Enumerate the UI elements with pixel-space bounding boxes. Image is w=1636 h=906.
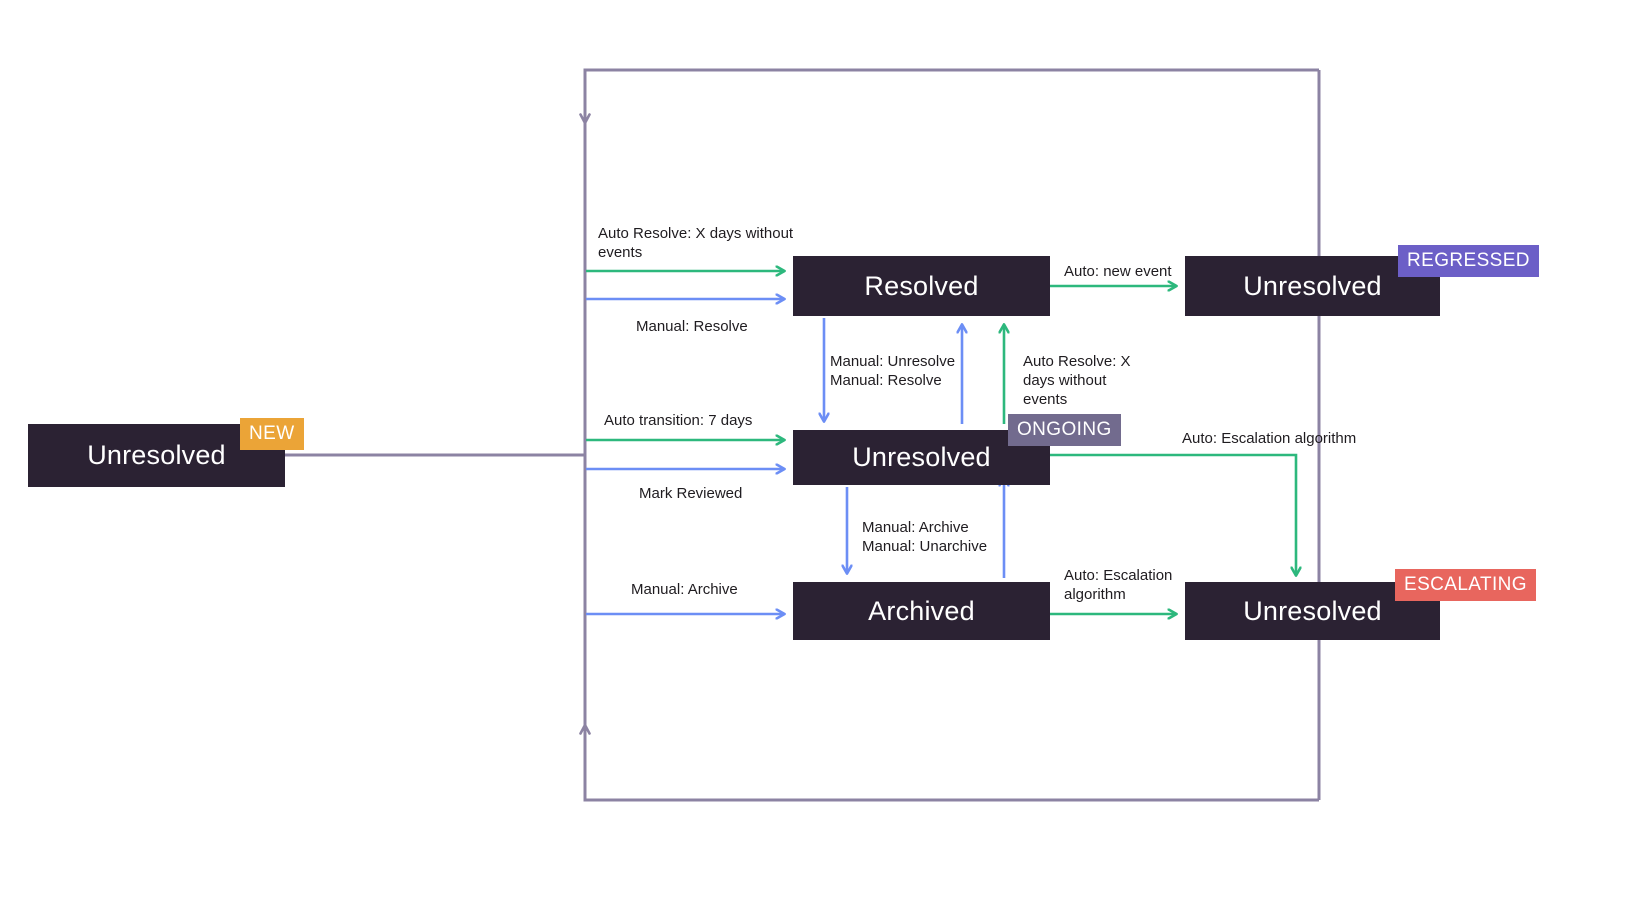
- edge-label-mark-reviewed: Mark Reviewed: [639, 485, 743, 502]
- state-node-label: Archived: [868, 595, 975, 626]
- state-node-label: Unresolved: [1243, 270, 1382, 301]
- edge-label-manual-archive-unarchive: Manual: Archive Manual: Unarchive: [862, 519, 988, 556]
- edge-label-auto-escalation-bottom: Auto: Escalation algorithm: [1064, 567, 1173, 604]
- status-badge-label: REGRESSED: [1407, 250, 1530, 271]
- edge-label-auto-resolve-x-days-2: Auto Resolve: X days without events: [1023, 353, 1131, 409]
- edge-label-manual-resolve: Manual: Resolve: [636, 318, 748, 335]
- status-badge-ongoing: ONGOING: [1008, 414, 1121, 446]
- state-node-label: Unresolved: [87, 440, 226, 470]
- edge-unresolved-to-escalating: [1050, 453, 1296, 575]
- state-node-label: Unresolved: [1243, 595, 1382, 626]
- state-node-label: Resolved: [864, 270, 979, 301]
- status-badge-label: ONGOING: [1017, 419, 1112, 440]
- edge-label-auto-transition-7-days: Auto transition: 7 days: [604, 412, 753, 429]
- edge-label-auto-escalation-top: Auto: Escalation algorithm: [1182, 430, 1357, 447]
- state-node-resolved[interactable]: Resolved: [793, 256, 1050, 316]
- status-badge-label: NEW: [249, 423, 295, 444]
- edge-label-manual-unresolve-resolve: Manual: Unresolve Manual: Resolve: [830, 353, 956, 390]
- state-node-label: Unresolved: [852, 442, 991, 472]
- status-badge-new: NEW: [240, 418, 304, 450]
- edge-label-auto-resolve-x-days: Auto Resolve: X days without events: [598, 225, 794, 262]
- status-badge-regressed: REGRESSED: [1398, 245, 1539, 277]
- edge-loop-top: [579, 68, 1319, 125]
- state-node-ongoing-unresolved[interactable]: Unresolved: [793, 430, 1050, 485]
- edge-loop-bottom: [579, 723, 1319, 802]
- state-node-archived[interactable]: Archived: [793, 582, 1050, 640]
- status-badge-label: ESCALATING: [1404, 574, 1527, 595]
- edge-label-manual-archive: Manual: Archive: [631, 581, 738, 598]
- state-node-regressed-unresolved[interactable]: Unresolved: [1185, 256, 1440, 316]
- edge-label-auto-new-event: Auto: new event: [1064, 263, 1172, 280]
- status-badge-escalating: ESCALATING: [1395, 569, 1536, 601]
